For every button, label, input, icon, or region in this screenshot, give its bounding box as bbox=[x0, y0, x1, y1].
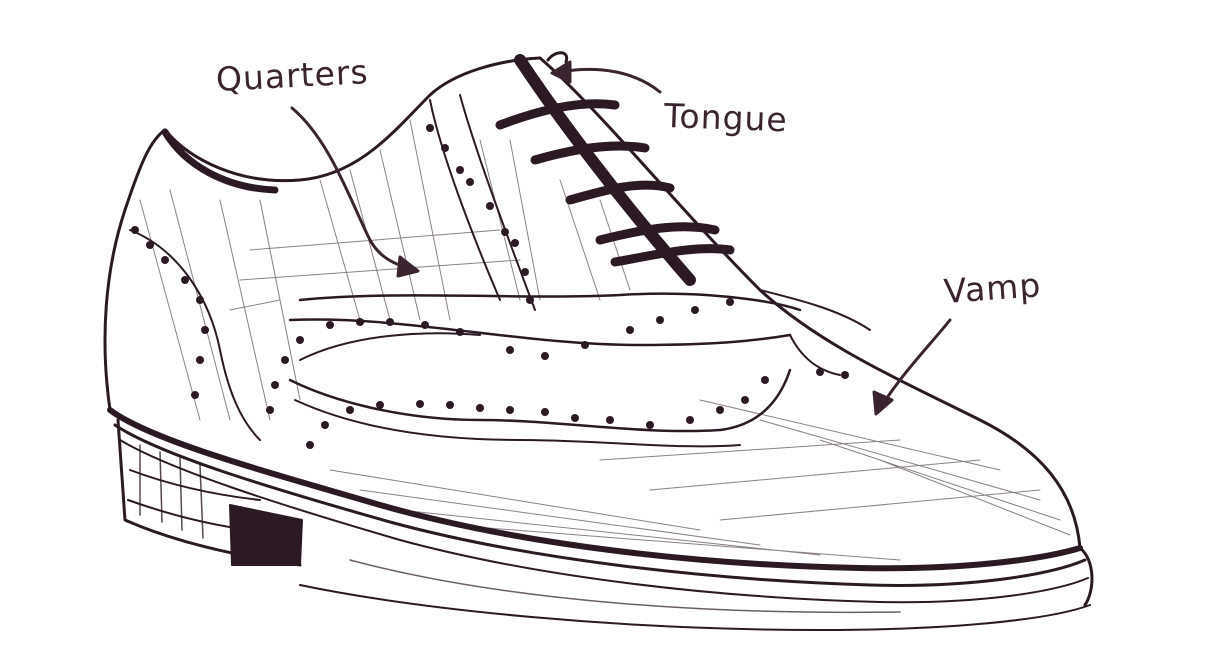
shoe-laces bbox=[495, 51, 735, 286]
shoe-sole bbox=[107, 407, 1094, 631]
shoe-brogue-seams bbox=[129, 94, 841, 448]
quarters-label: Quarters bbox=[214, 52, 370, 99]
shoe-perforations bbox=[131, 124, 849, 449]
callout-arrows bbox=[290, 60, 952, 416]
vamp-arrowhead bbox=[872, 390, 894, 416]
shoe-heel bbox=[116, 418, 303, 567]
shoe-hatching bbox=[139, 119, 1071, 561]
quarters-arrowhead bbox=[396, 255, 420, 278]
tongue-arrowhead bbox=[550, 60, 572, 84]
quarters-arrow bbox=[290, 106, 417, 272]
tongue-label: Tongue bbox=[663, 96, 789, 140]
vamp-label: Vamp bbox=[942, 265, 1043, 311]
tongue-arrow bbox=[558, 67, 662, 94]
shoe-upper-outline bbox=[103, 56, 1082, 550]
vamp-arrow bbox=[878, 318, 952, 410]
